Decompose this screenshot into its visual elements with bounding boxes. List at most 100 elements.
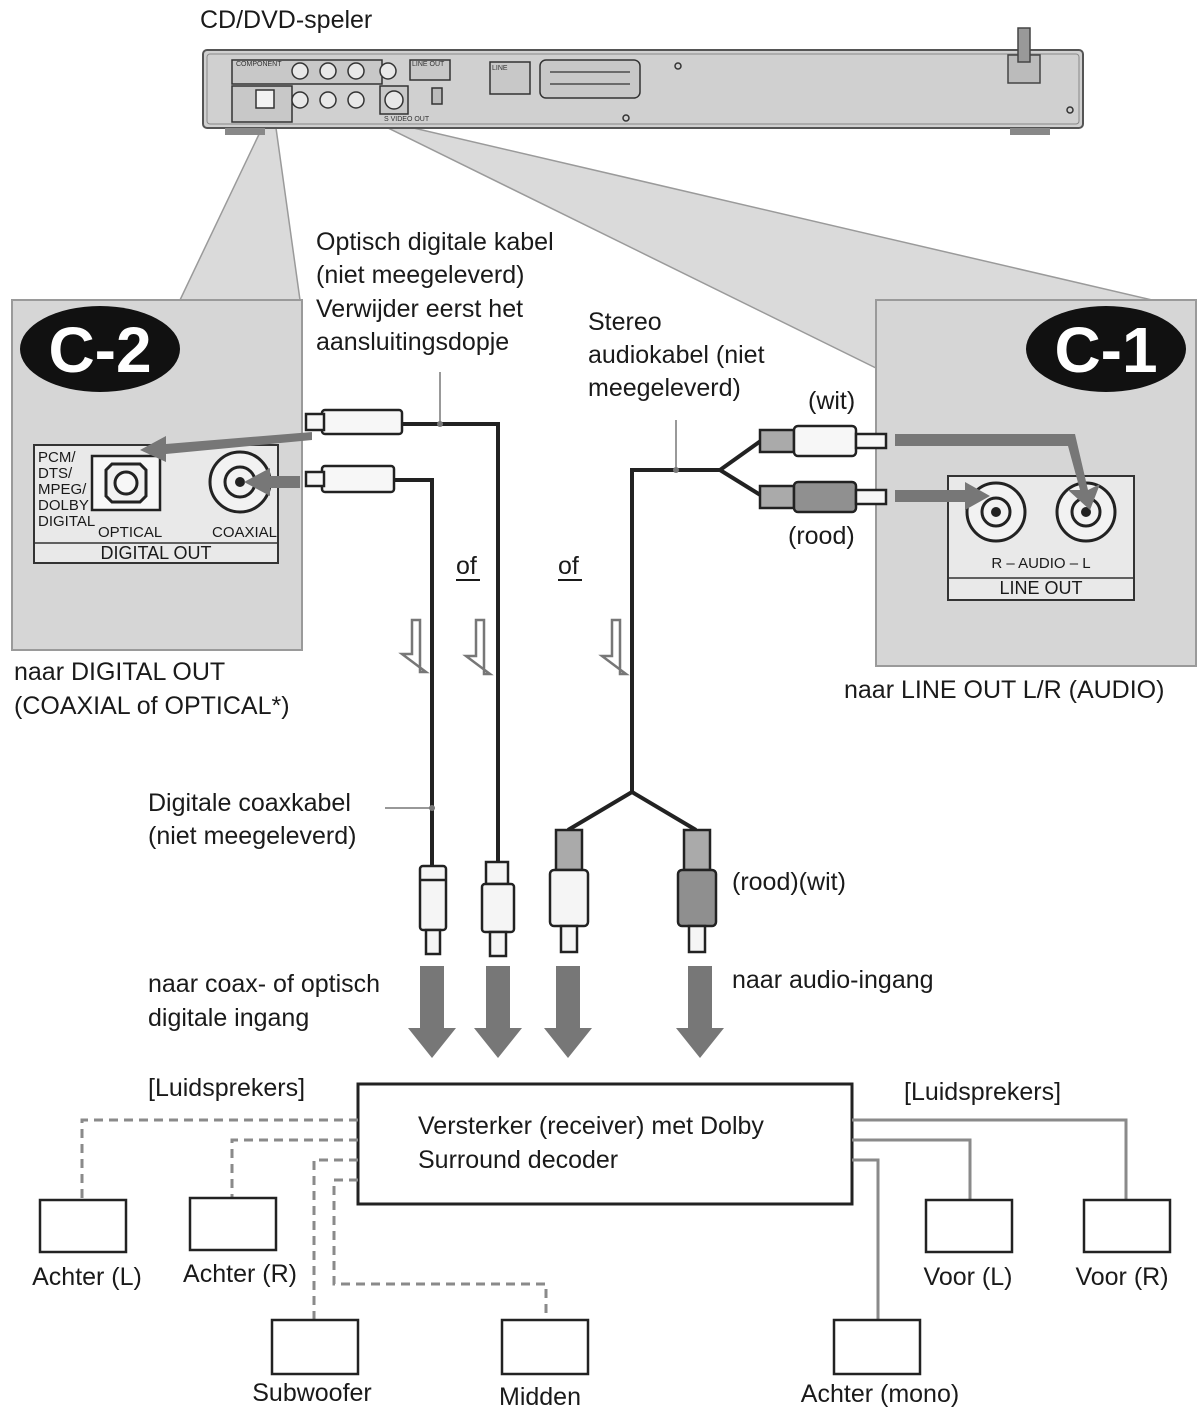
label-front-l: Voor (L) bbox=[924, 1263, 1013, 1291]
format-line-3: MPEG/ bbox=[38, 481, 87, 498]
amplifier-line-1: Versterker (receiver) met Dolby bbox=[418, 1112, 764, 1140]
arrow-into-jack-l bbox=[895, 434, 1100, 510]
amplifier-line-2: Surround decoder bbox=[418, 1146, 618, 1174]
speaker-rear-r bbox=[188, 1196, 278, 1252]
arrow-into-optical bbox=[140, 420, 312, 462]
line-out-panel bbox=[409, 59, 451, 81]
speaker-wires-dashed bbox=[80, 1118, 548, 1320]
down-arrow-3 bbox=[544, 966, 592, 1058]
optical-plug-bottom bbox=[480, 860, 516, 958]
red-plug-bottom bbox=[676, 828, 718, 954]
speakers bbox=[38, 1196, 1172, 1376]
format-line-2: DTS/ bbox=[38, 465, 73, 482]
label-center: Midden bbox=[499, 1383, 581, 1411]
coax-cable-line-2: (niet meegeleverd) bbox=[148, 822, 356, 850]
svg-text:LINE OUT: LINE OUT bbox=[412, 61, 445, 68]
audio-input-label: naar audio-ingang bbox=[732, 966, 934, 994]
plugs-bottom-label: (rood)(wit) bbox=[732, 868, 846, 896]
hollow-arrow-1 bbox=[398, 618, 430, 674]
optical-cable-line-1: Optisch digitale kabel bbox=[316, 228, 554, 256]
speaker-subwoofer bbox=[270, 1318, 360, 1376]
svg-text:LINE: LINE bbox=[492, 65, 508, 72]
screw-2 bbox=[622, 114, 630, 122]
svg-text:COMPONENT: COMPONENT bbox=[236, 61, 282, 68]
c1-caption: naar LINE OUT L/R (AUDIO) bbox=[844, 676, 1164, 704]
coax-plug-bottom bbox=[418, 864, 448, 956]
insert-arrows bbox=[140, 420, 1100, 510]
speaker-rear-mono bbox=[832, 1318, 922, 1376]
digital-input-line-1: naar coax- of optisch bbox=[148, 970, 380, 998]
stereo-cable-line-1: Stereo bbox=[588, 308, 662, 336]
optical-cable-line-4: aansluitingsdopje bbox=[316, 328, 509, 356]
or-label-2: of bbox=[558, 552, 579, 580]
bottom-plugs bbox=[418, 828, 718, 958]
red-label-top: (rood) bbox=[788, 522, 855, 550]
arrow-into-jack-r bbox=[895, 482, 990, 510]
optical-cable bbox=[304, 372, 500, 870]
digital-input-line-2: digitale ingang bbox=[148, 1004, 309, 1032]
screw-1 bbox=[674, 62, 682, 70]
scart-connector bbox=[539, 59, 641, 99]
speaker-center bbox=[500, 1318, 590, 1376]
player-foot-right bbox=[1010, 128, 1050, 135]
c2-callout-wedge bbox=[178, 127, 301, 301]
speaker-wires-solid bbox=[852, 1118, 1128, 1320]
arrow-into-coaxial bbox=[244, 468, 300, 496]
down-arrow-1 bbox=[408, 966, 456, 1058]
badge-c1: C-1 bbox=[1054, 314, 1157, 386]
jack-2 bbox=[319, 62, 337, 80]
white-plug-bottom bbox=[548, 828, 590, 954]
jack-3 bbox=[347, 62, 365, 80]
hollow-arrow-3 bbox=[598, 618, 630, 676]
line-out-label: LINE OUT bbox=[999, 578, 1082, 598]
badge-c1-shape bbox=[1026, 306, 1186, 392]
jack-1 bbox=[291, 62, 309, 80]
amplifier-box bbox=[356, 1082, 854, 1206]
optical-cable-line-3: Verwijder eerst het bbox=[316, 295, 523, 323]
down-arrow-2 bbox=[474, 966, 522, 1058]
power-cord bbox=[1017, 27, 1031, 63]
amplifier: Versterker (receiver) met Dolby Surround… bbox=[148, 1074, 1061, 1206]
stereo-cable-line-3: meegeleverd) bbox=[588, 374, 741, 402]
down-arrows bbox=[408, 966, 724, 1058]
jack-7 bbox=[347, 91, 365, 109]
speaker-front-l bbox=[924, 1198, 1014, 1254]
digital-out-label: DIGITAL OUT bbox=[100, 543, 211, 563]
panel-c2: C-2 PCM/ DTS/ MPEG/ DOLBY DIGITAL OPTICA… bbox=[11, 299, 303, 720]
jack-5 bbox=[291, 91, 309, 109]
or-label-1: of bbox=[456, 552, 477, 580]
jack-l-icon bbox=[1055, 481, 1117, 543]
label-subwoofer: Subwoofer bbox=[252, 1379, 372, 1407]
speaker-front-r bbox=[1082, 1198, 1172, 1254]
badge-c2-shape bbox=[20, 306, 180, 392]
label-rear-l: Achter (L) bbox=[32, 1263, 142, 1291]
audio-jack-label: R – AUDIO – L bbox=[991, 555, 1090, 572]
switch bbox=[431, 87, 443, 105]
label-box bbox=[489, 61, 531, 95]
optical-cable-line-2: (niet meegeleverd) bbox=[316, 261, 524, 289]
down-arrow-4 bbox=[676, 966, 724, 1058]
device-title: CD/DVD-speler bbox=[200, 6, 372, 34]
format-line-5: DIGITAL bbox=[38, 513, 95, 530]
coaxial-jack-icon bbox=[208, 450, 272, 514]
player-foot-left bbox=[225, 128, 265, 135]
badge-c2: C-2 bbox=[48, 314, 151, 386]
screw-3 bbox=[1066, 106, 1074, 114]
format-line-4: DOLBY bbox=[38, 497, 89, 514]
panel-c1: C-1 R – AUDIO – L LINE OUT naar LINE OUT… bbox=[844, 299, 1197, 704]
label-front-r: Voor (R) bbox=[1075, 1263, 1168, 1291]
speaker-rear-l bbox=[38, 1198, 128, 1254]
s-video-jack bbox=[384, 90, 404, 110]
optical-port-small bbox=[255, 89, 275, 109]
cable-labels: Optisch digitale kabel (niet meegeleverd… bbox=[148, 228, 934, 1032]
optical-port-icon bbox=[90, 454, 162, 512]
hollow-arrow-2 bbox=[462, 618, 494, 676]
c2-caption-line-1: naar DIGITAL OUT bbox=[14, 658, 225, 686]
optical-label: OPTICAL bbox=[98, 524, 162, 541]
coax-cable-line-1: Digitale coaxkabel bbox=[148, 789, 351, 817]
stereo-cable-line-2: audiokabel (niet bbox=[588, 341, 765, 369]
coaxial-label: COAXIAL bbox=[212, 524, 277, 541]
speakers-right-title: [Luidsprekers] bbox=[904, 1078, 1061, 1106]
